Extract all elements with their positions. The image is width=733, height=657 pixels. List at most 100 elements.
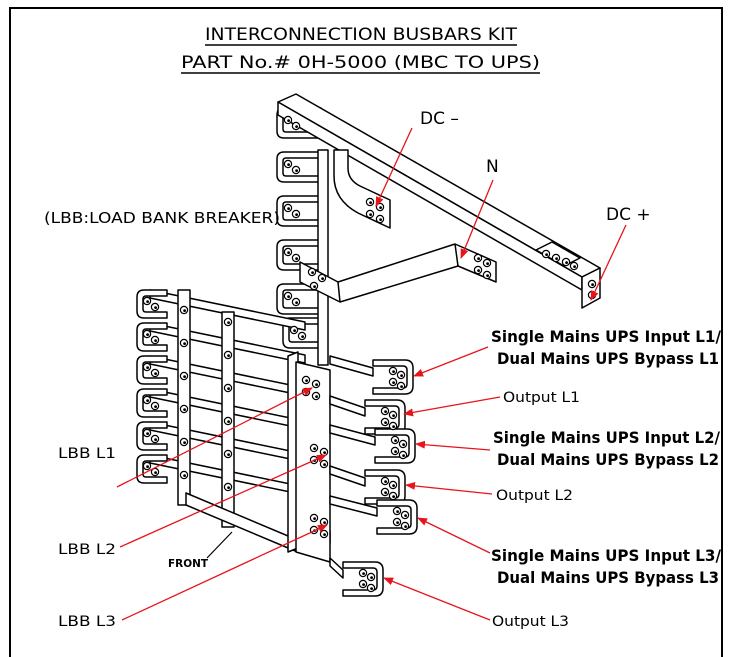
lbb-l1-label: LBB L1 [58,446,116,462]
bolt-core [154,438,158,441]
bolt-core [313,285,316,288]
bolt-core [555,257,558,260]
bolt-core [400,385,403,388]
bolt [291,121,301,131]
bolt [223,383,233,393]
bolt-core [392,425,395,428]
bolt-core [227,354,231,357]
bolt [142,329,152,339]
lbb-bracket [136,388,168,418]
bolt [150,401,160,411]
bolt-core [392,414,395,417]
bolt [380,406,390,416]
bolt-core [323,521,326,524]
bolt [473,253,483,263]
bolt [309,281,319,291]
phase-busbar [329,465,366,487]
lbb-note: (LBB:LOAD BANK BREAKER) [44,209,280,227]
bolt [388,421,398,431]
bolt-core [402,443,405,446]
upper-busbars [277,93,601,366]
terminal-bracket [376,499,418,535]
bolt-core [323,463,326,466]
bolt-core [293,329,296,332]
bolt-core [315,383,318,386]
bolt-core [287,207,290,211]
input-l2-label-line1: Single Mains UPS Input L2/ [493,428,720,447]
bolt-core [404,514,407,517]
bolt-core [287,119,290,122]
bolt-core [146,366,150,369]
bolt [365,209,375,219]
bolt [551,253,561,263]
bolt [400,521,410,531]
bolt [283,159,293,169]
dc-minus-leader [375,127,413,207]
bolt [311,379,321,389]
bolt-core [227,387,231,390]
bolt-core [370,587,373,590]
bolt [297,331,307,341]
callouts: DC – N DC + (LBB:LOAD BANK BREAKER) Sing… [44,109,721,630]
bolt-core [477,269,480,272]
bolt [380,487,390,497]
bolt-core [227,321,231,324]
phase-busbar [329,395,366,417]
terminal-bracket [364,469,406,505]
input-l1-label-line1: Single Mains UPS Input L1/ [491,327,721,346]
lbb-bracket [136,322,168,352]
bolt-core [396,521,399,524]
bolt [223,449,233,459]
input-l1-leader [413,346,489,377]
bolt [375,214,385,224]
bolt [150,368,160,378]
dc-minus-label: DC – [420,109,459,129]
bolt [319,459,329,469]
vertical-busbar [317,149,329,366]
bolt [289,325,299,335]
input-l2-label-line2: Dual Mains UPS Bypass L2 [497,450,719,469]
bolt [223,482,233,492]
phase-busbar [329,424,376,446]
bolt-core [183,342,187,345]
bolt [283,291,293,301]
bolt [179,404,189,414]
bolt [309,443,319,453]
output-l2-leader [405,481,493,495]
bolt [587,279,597,289]
bolt-core [146,465,150,468]
bolt-core [565,261,568,264]
bolt [390,446,400,456]
bolt [311,391,321,401]
bolt-core [392,381,395,384]
bolt [301,375,311,385]
bolt [179,437,189,447]
output-l1-leader [403,396,501,417]
bolt-core [146,399,150,402]
bolt-core [313,447,316,450]
lbb-l2-label: LBB L2 [58,542,116,558]
bolt-core [305,379,308,382]
terminal-bracket [372,359,414,395]
input-l3-label-line2: Dual Mains UPS Bypass L3 [497,568,719,587]
title-line-2: PART No.# 0H-5000 (MBC TO UPS) [181,53,540,73]
bolt [319,529,329,539]
bolt [142,428,152,438]
bolt-core [315,395,318,398]
bolt [398,439,408,449]
bolt [142,296,152,306]
bolt [398,450,408,460]
terminal-bracket [374,428,416,464]
bolt [561,257,571,267]
bolt-core [394,450,397,453]
bolt-core [379,218,382,222]
bolt-core [154,339,158,342]
bolt-core [402,454,405,457]
bolt-core [311,271,314,274]
bolt [396,381,406,391]
output-l1-label: Output L1 [503,390,580,406]
bolt [142,395,152,405]
bolt-core [384,421,387,424]
bolt-core [146,300,150,303]
bolt-core [394,439,397,442]
